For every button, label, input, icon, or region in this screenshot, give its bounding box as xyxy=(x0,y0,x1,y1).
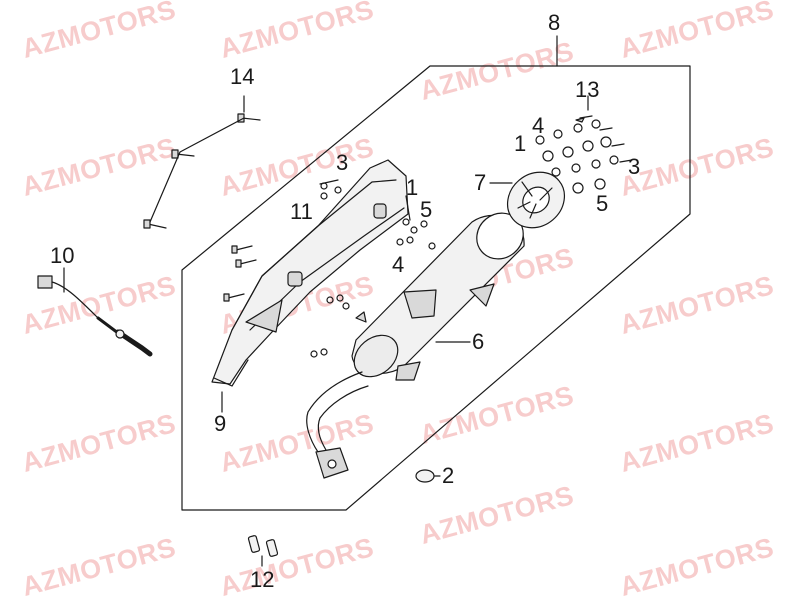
assembly-frame xyxy=(181,65,691,511)
callout-number: 10 xyxy=(50,243,75,268)
leader-line xyxy=(149,95,245,223)
callout-number: 12 xyxy=(250,567,275,592)
stud-icon xyxy=(247,535,279,557)
bolt-icon xyxy=(143,113,261,229)
nut-icon xyxy=(320,182,436,250)
washer-icon xyxy=(535,119,619,194)
washer-icon xyxy=(310,294,350,358)
callout-number: 6 xyxy=(472,329,485,354)
callout-number: 1 xyxy=(514,131,527,156)
callout-number: 7 xyxy=(474,170,487,195)
bolt-icon xyxy=(575,115,633,163)
oxygen-sensor-icon xyxy=(37,275,153,357)
callout-number: 13 xyxy=(575,77,600,102)
callout-number: 8 xyxy=(548,10,561,35)
leader-line xyxy=(405,195,411,221)
end-cap-icon xyxy=(506,171,566,229)
exhaust-pipe-icon xyxy=(306,371,369,479)
callout-number: 1 xyxy=(406,175,419,200)
callout-number: 3 xyxy=(628,154,641,179)
exhaust-gasket-icon xyxy=(415,469,435,483)
callout-number: 5 xyxy=(420,197,433,222)
callout-number: 4 xyxy=(532,113,545,138)
bolt-icon xyxy=(223,245,257,302)
callout-number: 3 xyxy=(336,150,349,175)
callout-number: 4 xyxy=(392,252,405,277)
muffler-icon xyxy=(351,212,525,381)
callout-number: 9 xyxy=(214,411,227,436)
callout-number: 2 xyxy=(442,463,455,488)
heat-shield-icon xyxy=(211,159,409,387)
callout-number: 5 xyxy=(596,191,609,216)
callout-number: 11 xyxy=(290,199,313,224)
callout-number: 14 xyxy=(230,64,255,89)
leader-line xyxy=(319,179,339,185)
